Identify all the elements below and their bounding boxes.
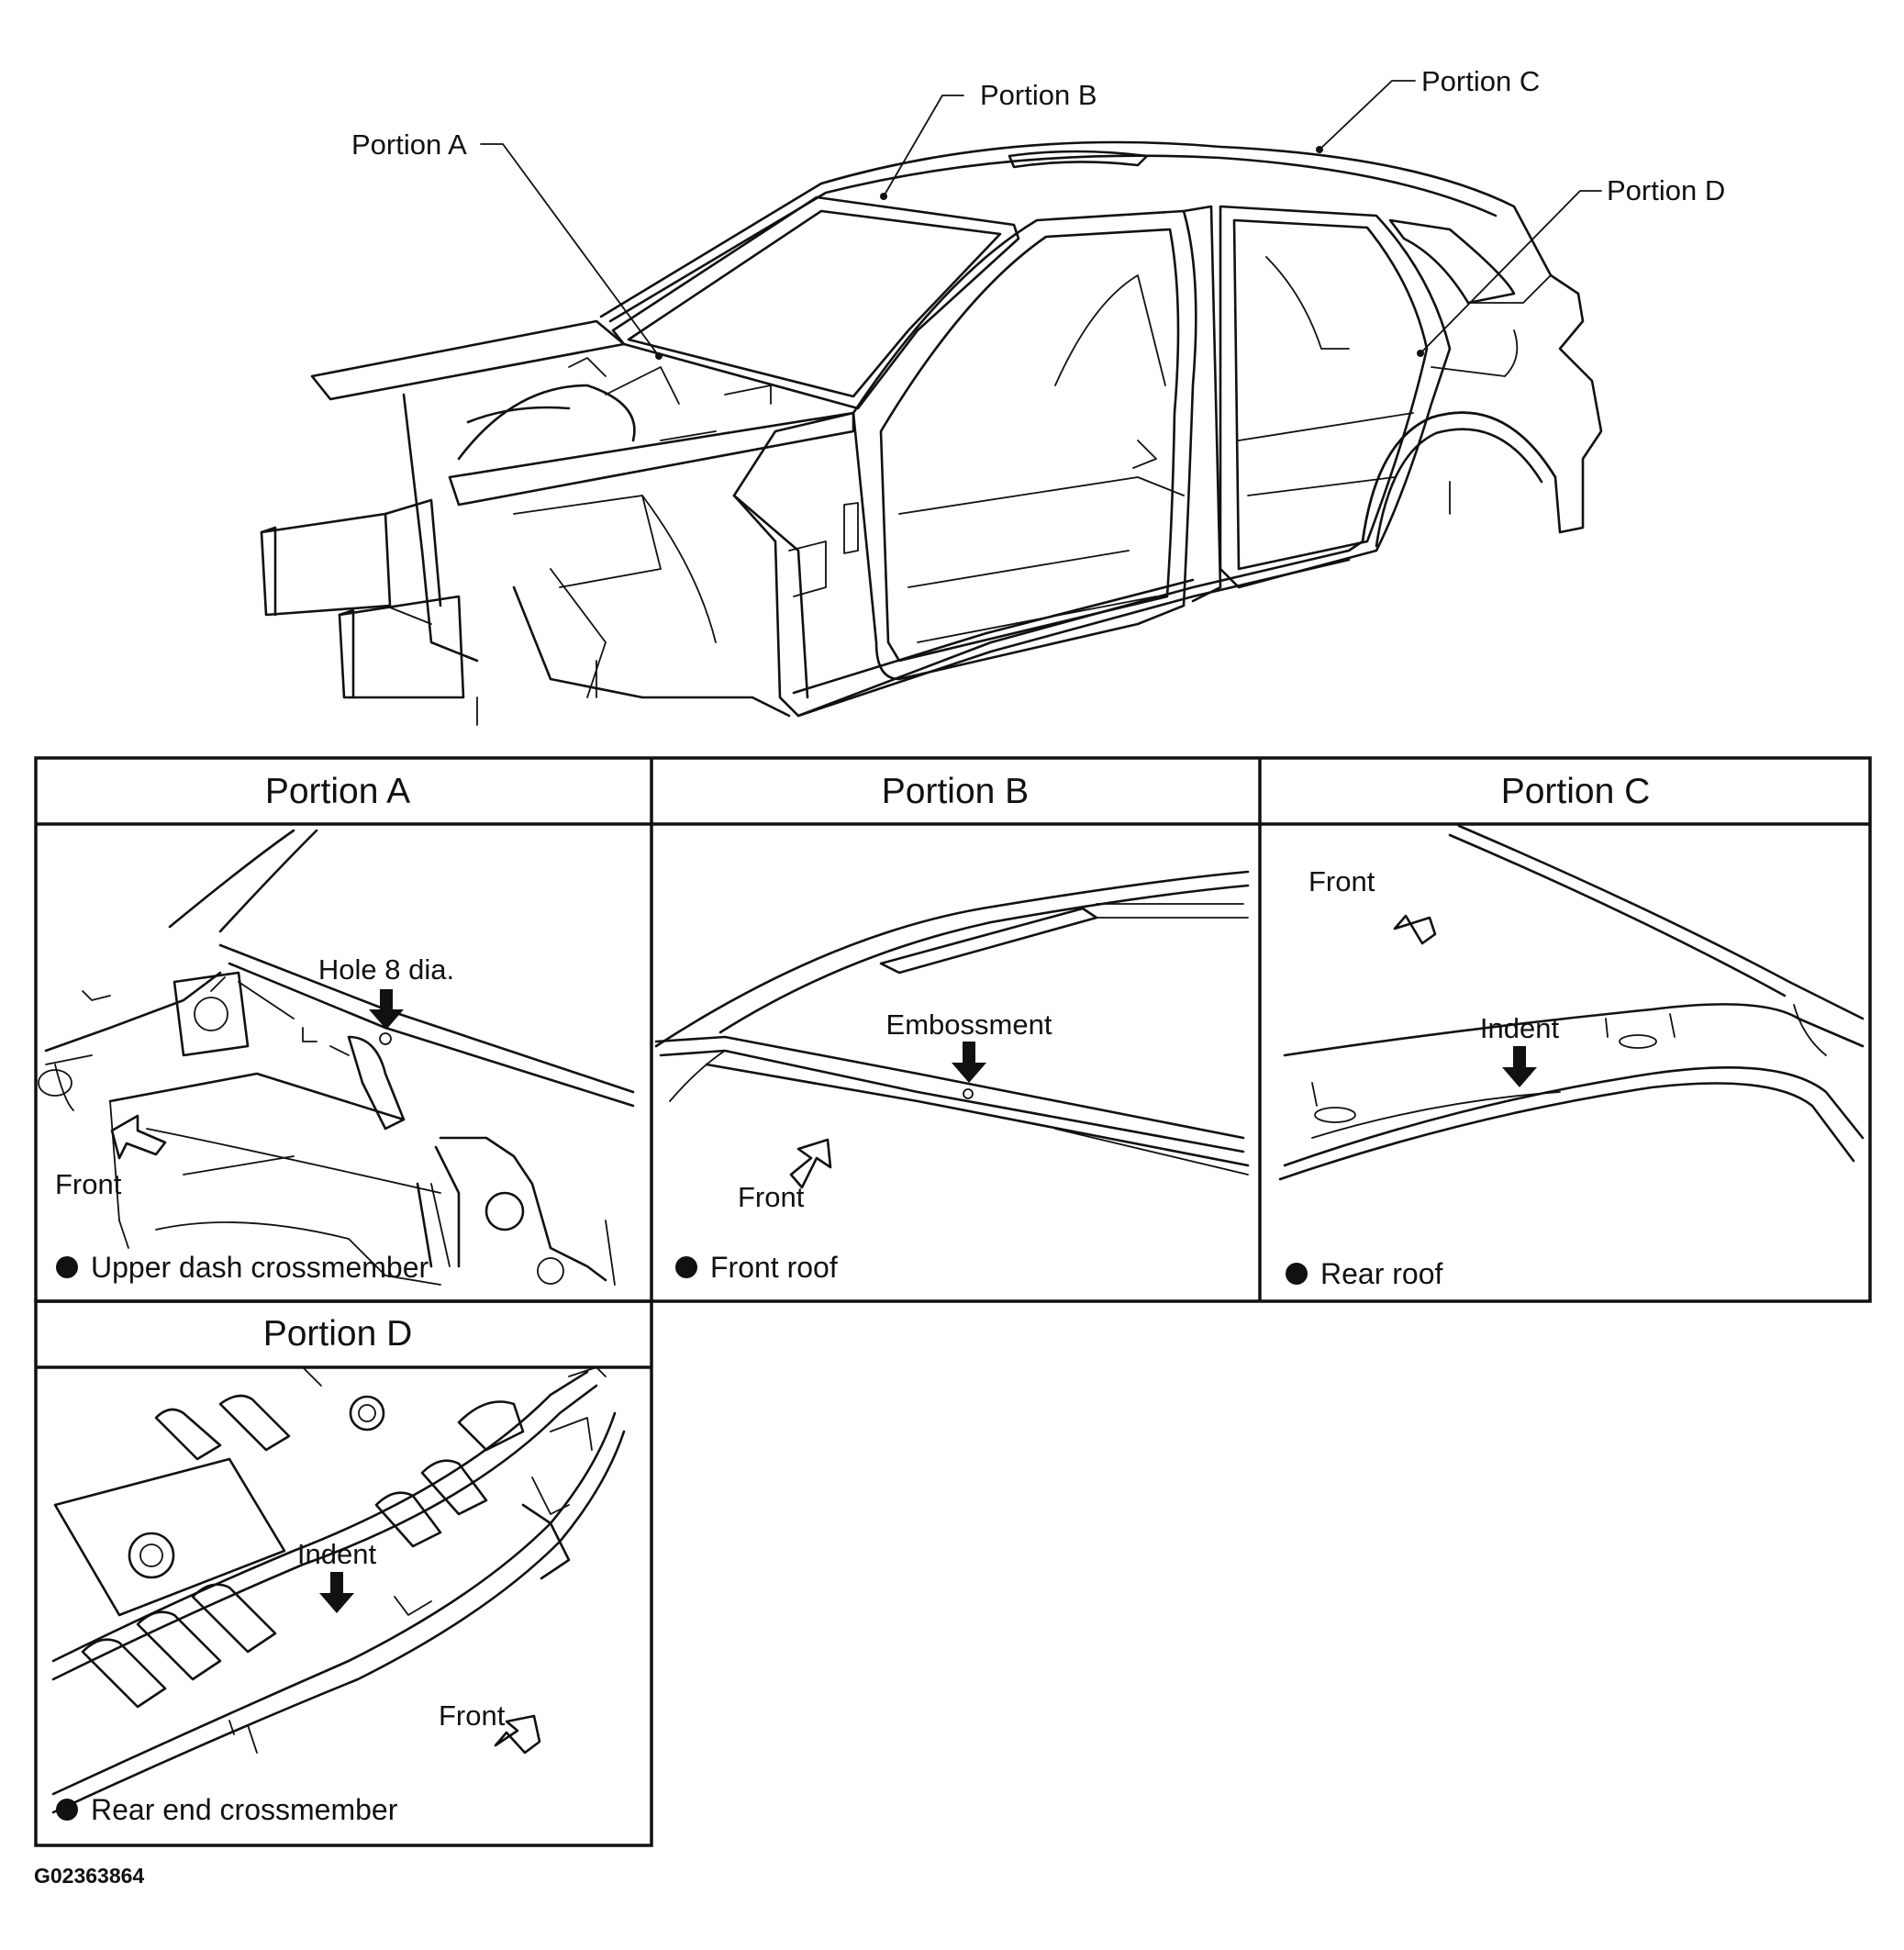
panel-b-front-label: Front (738, 1181, 805, 1213)
panel-c-title: Portion C (1501, 772, 1651, 811)
callout-portion-b: Portion B (980, 79, 1097, 111)
panel-a-front-label: Front (55, 1168, 122, 1200)
panel-c-front-label: Front (1308, 865, 1375, 897)
panel-b-bullet-icon (675, 1256, 697, 1278)
panel-c-pointer-label: Indent (1480, 1012, 1560, 1044)
panel-a-bullet-icon (56, 1256, 78, 1278)
panel-c-pointer-arrow-icon (1502, 1046, 1537, 1087)
panel-a-drawing (38, 829, 635, 1286)
panel-d-title: Portion D (263, 1314, 413, 1354)
panel-a-pointer-arrow-icon (369, 989, 404, 1030)
panel-portion-d: Portion D (51, 1314, 626, 1826)
panel-a-front-arrow-icon (110, 1114, 167, 1160)
panel-d-front-arrow-icon (494, 1714, 541, 1755)
figure-id: G02363864 (34, 1864, 144, 1888)
panel-b-title: Portion B (882, 772, 1029, 811)
detail-grid (34, 756, 1872, 1847)
panel-a-title: Portion A (265, 772, 410, 811)
callout-portion-a: Portion A (351, 128, 467, 161)
panel-c-drawing (1278, 824, 1865, 1181)
panel-b-drawing (654, 870, 1250, 1176)
panel-d-front-label: Front (439, 1699, 506, 1732)
panel-b-pointer-arrow-icon (952, 1042, 986, 1083)
panel-b-front-arrow-icon (789, 1138, 832, 1189)
panel-c-front-arrow-icon (1393, 914, 1437, 945)
panel-d-drawing (51, 1366, 626, 1814)
car-body-illustration (260, 80, 1603, 726)
panel-c-bullet-icon (1286, 1263, 1308, 1285)
panel-c-part-label: Rear roof (1320, 1257, 1443, 1290)
panel-portion-c: Portion C Indent Front Rear roof (1278, 772, 1865, 1290)
panel-portion-a: Portion A (38, 772, 635, 1286)
callout-portion-d: Portion D (1607, 174, 1725, 206)
panel-a-pointer-label: Hole 8 dia. (318, 953, 454, 986)
panel-b-part-label: Front roof (710, 1251, 838, 1284)
panel-d-pointer-label: Indent (297, 1538, 377, 1570)
panel-d-part-label: Rear end crossmember (91, 1793, 398, 1826)
callout-portion-c: Portion C (1421, 65, 1540, 97)
panel-d-bullet-icon (56, 1799, 78, 1821)
panel-b-pointer-label: Embossment (886, 1008, 1052, 1041)
panel-portion-b: Portion B Embossment Front Front roof (654, 772, 1250, 1284)
panel-d-pointer-arrow-icon (319, 1572, 354, 1613)
panel-a-part-label: Upper dash crossmember (91, 1251, 429, 1284)
